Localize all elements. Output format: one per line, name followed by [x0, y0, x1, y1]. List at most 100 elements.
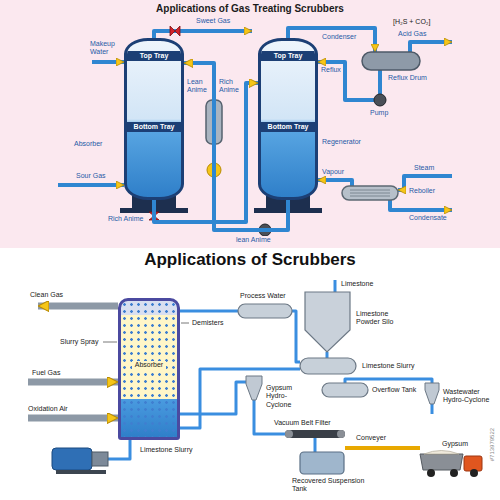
- stream-label: Fuel Gas: [32, 369, 60, 377]
- valve: [170, 26, 180, 36]
- tray-label: Top Tray: [127, 51, 181, 61]
- part-label: Slurry Spray: [60, 338, 99, 346]
- limestone-silo: [305, 292, 350, 352]
- reboiler-symbol: [342, 186, 398, 200]
- slurry-pipe: [345, 379, 432, 383]
- stream-label: Rich Anime: [108, 215, 143, 223]
- stream-label: Sour Gas: [76, 172, 106, 180]
- equipment-label: Wastewater Hydro-Cyclone: [443, 388, 493, 405]
- stream-label: Limestone: [341, 280, 373, 288]
- flue-pipe: [38, 303, 118, 310]
- reboiler-symbol: [342, 186, 398, 200]
- gypsum-truck: [424, 451, 459, 455]
- equipment-label: Process Water: [240, 292, 286, 300]
- process-pipe: [154, 31, 252, 38]
- slurry-pipe: [431, 404, 434, 414]
- leader-line: [103, 342, 117, 343]
- gypsum-truck: [420, 454, 463, 470]
- part-label: Demisters: [192, 319, 224, 327]
- valve: [149, 212, 159, 220]
- stream-label: Lean Anime: [187, 78, 210, 95]
- absorber-column: Top TrayBottom Tray: [124, 38, 184, 200]
- pump-symbol: [259, 224, 271, 236]
- equipment-label: Vacuum Belt Filter: [274, 419, 331, 427]
- stream-label: Oxidation Air: [28, 405, 68, 413]
- belt-filter: [285, 430, 345, 438]
- gypsum-truck: [427, 469, 435, 477]
- slurry-pipe: [292, 311, 300, 362]
- regenerator-column: Top TrayBottom Tray: [258, 38, 318, 200]
- bottom-ground: [0, 248, 500, 500]
- slurry-pipe: [108, 280, 432, 459]
- gypsum-truck: [470, 469, 478, 477]
- absorber-tower: Absorber: [118, 298, 180, 440]
- stream-label: Clean Gas: [30, 291, 63, 299]
- process-pipe: [378, 70, 382, 94]
- stream-label: Rich Anime: [219, 78, 242, 95]
- equipment-label: Reboiler: [409, 187, 435, 195]
- suspension-tank: [300, 452, 344, 474]
- equipment-label: Conveyer: [356, 434, 386, 442]
- gypsum-truck: [464, 456, 482, 471]
- hydro-cyclone: [246, 376, 262, 400]
- equipment-label: Pump: [370, 109, 388, 117]
- equipment-label: Recovered Suspension Tank: [292, 477, 370, 494]
- gypsum-truck: [420, 451, 482, 478]
- flue-pipe: [28, 379, 118, 386]
- process-water-tank: [238, 304, 292, 318]
- stream-label: Reflux: [321, 66, 341, 74]
- stream-label: Acid Gas: [398, 30, 426, 38]
- process-pipe: [318, 62, 374, 100]
- flue-pipe: [28, 306, 118, 418]
- heat-exchanger: [206, 100, 222, 144]
- leader-line: [181, 323, 189, 324]
- equipment-label: Absorber: [132, 361, 166, 369]
- tray-label: Bottom Tray: [261, 122, 315, 132]
- overflow-tank: [322, 383, 368, 397]
- belt-filter: [285, 430, 345, 438]
- reboiler-symbol: [350, 190, 390, 196]
- equipment-label: Regenerator: [322, 138, 361, 146]
- stream-label: Condensate: [409, 214, 447, 222]
- reflux-drum: [362, 52, 420, 70]
- top-ground: [0, 0, 500, 248]
- product-label: Gypsum: [442, 440, 468, 448]
- equipment-label: Overflow Tank: [372, 386, 416, 394]
- slurry-pipe: [180, 310, 238, 313]
- stream-label: Sweet Gas: [196, 17, 230, 25]
- stream-label: lean Anime: [236, 236, 271, 244]
- pump-motor: [56, 470, 106, 474]
- process-pipe: [58, 183, 124, 187]
- process-pipe: [410, 42, 452, 52]
- pump-motor: [52, 448, 92, 470]
- limestone-slurry-tank: [300, 358, 356, 374]
- gypsum-truck: [450, 469, 458, 477]
- process-pipe: [92, 60, 124, 64]
- column-stand: [120, 208, 188, 213]
- belt-filter: [337, 430, 345, 438]
- column-stand: [254, 208, 322, 213]
- slurry-pipe: [314, 438, 317, 452]
- stream-label: Makeup Water: [90, 40, 124, 57]
- section-heading: Applications of Scrubbers: [144, 250, 356, 270]
- process-pipe: [390, 200, 452, 210]
- equipment-label: Absorber: [74, 140, 102, 148]
- pump-motor: [52, 448, 108, 474]
- stream-label: Limestone Slurry: [140, 446, 193, 454]
- equipment-label: Limestone Powder Silo: [356, 310, 410, 327]
- process-pipe: [318, 180, 352, 186]
- exchanger-junction: [207, 163, 221, 177]
- watermark: #713979522: [489, 428, 496, 461]
- belt-filter: [285, 430, 293, 438]
- slurry-pipe: [108, 440, 130, 459]
- equipment-label: Condenser: [322, 33, 356, 41]
- stream-label: Vapour: [322, 168, 344, 176]
- flue-pipe: [28, 415, 118, 422]
- tray-label: Bottom Tray: [127, 122, 181, 132]
- equipment-label: Limestone Slurry: [362, 362, 415, 370]
- tray-label: Top Tray: [261, 51, 315, 61]
- slurry-pipe: [180, 382, 246, 414]
- slurry-pipe: [326, 352, 329, 358]
- pump-motor: [92, 452, 108, 466]
